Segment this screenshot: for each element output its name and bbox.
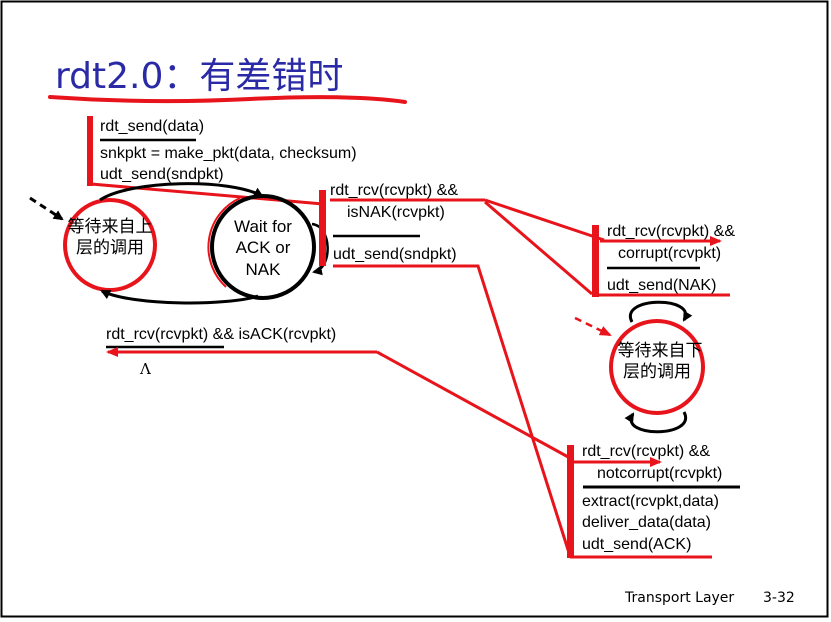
nak-self-loop [311,222,329,276]
corrupt-transition-marker [592,225,599,297]
footer-page-number: 3-32 [763,590,795,606]
corrupt-event-line-2: corrupt(rcvpkt) [618,245,721,262]
ack-action-lambda: Λ [139,360,151,378]
receiver-wait-call-label-2: 层的调用 [623,362,691,382]
notcorrupt-transition-marker [567,445,574,558]
send-event: rdt_send(data) [100,118,204,135]
receiver-wait-call-state [609,319,705,415]
red-annotation-line [484,198,605,242]
red-annotation-line [333,264,572,557]
send-transition-marker [87,116,93,186]
footer-section: Transport Layer [624,590,734,606]
sender-wait-call-label-1: 等待来自上 [68,217,153,237]
notcorrupt-action-extract: extract(rcvpkt,data) [582,493,719,510]
notcorrupt-event-line-1: rdt_rcv(rcvpkt) && [582,443,710,460]
notcorrupt-action-send-ack: udt_send(ACK) [582,536,691,553]
corrupt-action: udt_send(NAK) [607,277,716,294]
initial-state-arrow [29,196,64,221]
receiver-wait-call-label-1: 等待来自下 [618,341,703,361]
red-annotation-arc [207,197,241,288]
red-annotation-line [484,200,593,296]
wait-ack-label-2: ACK or [236,238,291,257]
sender-wait-ack-state [210,194,316,300]
send-action-make-pkt: snkpkt = make_pkt(data, checksum) [100,145,357,162]
corrupt-self-loop [628,300,693,323]
notcorrupt-event-line-2: notcorrupt(rcvpkt) [597,465,722,482]
nak-event-line-2: isNAK(rcvpkt) [347,204,445,221]
page-title: rdt2.0：有差错时 [55,56,343,97]
corrupt-event-line-1: rdt_rcv(rcvpkt) && [607,223,735,240]
wait-ack-label-3: NAK [246,260,282,279]
nak-transition-marker [319,190,326,266]
title-underline-annotation [48,95,407,104]
notcorrupt-action-deliver: deliver_data(data) [582,514,711,531]
ack-event: rdt_rcv(rcvpkt) && isACK(rcvpkt) [106,326,336,343]
send-action-udt-send: udt_send(sndpkt) [100,166,224,183]
red-annotation-line [376,350,571,460]
ack-transition-arc [100,289,259,305]
send-transition-arc [99,182,264,202]
sender-wait-call-state [63,198,157,292]
sender-wait-call-label-2: 层的调用 [76,238,144,258]
nak-action: udt_send(sndpkt) [333,246,457,263]
notcorrupt-self-loop [624,411,688,434]
wait-ack-label-1: Wait for [234,217,292,236]
receiver-initial-state-arrow [574,316,612,337]
nak-event-line-1: rdt_rcv(rcvpkt) && [330,182,458,199]
